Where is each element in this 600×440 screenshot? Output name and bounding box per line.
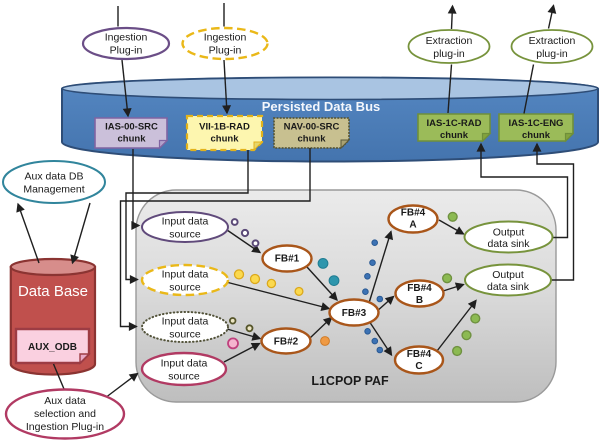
svg-text:Input data: Input data [161, 358, 208, 370]
svg-text:Output: Output [493, 227, 525, 239]
svg-text:data sink: data sink [487, 281, 530, 293]
svg-text:C: C [415, 361, 422, 372]
svg-text:IAS-00-SRC: IAS-00-SRC [105, 122, 158, 133]
svg-text:Plug-in: Plug-in [110, 45, 143, 57]
svg-text:Input data: Input data [162, 316, 209, 328]
svg-text:FB#3: FB#3 [342, 308, 367, 319]
svg-text:FB#1: FB#1 [275, 254, 300, 265]
svg-text:Data Base: Data Base [18, 283, 88, 300]
svg-text:Input data: Input data [162, 216, 209, 228]
svg-text:chunk: chunk [298, 134, 327, 145]
svg-text:chunk: chunk [211, 134, 240, 145]
svg-text:Output: Output [492, 269, 524, 281]
svg-text:Aux data: Aux data [44, 395, 86, 407]
svg-text:Aux data DB: Aux data DB [25, 171, 84, 183]
svg-text:chunk: chunk [522, 130, 551, 141]
svg-text:FB#2: FB#2 [274, 337, 299, 348]
svg-text:FB#4: FB#4 [407, 283, 432, 294]
svg-text:A: A [409, 220, 416, 231]
svg-text:Persisted Data Bus: Persisted Data Bus [262, 99, 381, 114]
svg-text:Ingestion: Ingestion [204, 32, 247, 44]
svg-text:Ingestion Plug-in: Ingestion Plug-in [26, 421, 104, 433]
svg-text:selection and: selection and [34, 408, 96, 420]
svg-text:L1CPOP PAF: L1CPOP PAF [311, 374, 389, 388]
svg-text:Plug-in: Plug-in [209, 45, 242, 57]
svg-text:B: B [416, 295, 423, 306]
svg-text:plug-in: plug-in [536, 48, 568, 60]
svg-text:chunk: chunk [118, 134, 147, 145]
svg-text:source: source [169, 229, 201, 241]
svg-text:FB#4: FB#4 [407, 349, 432, 360]
svg-text:chunk: chunk [440, 130, 469, 141]
svg-text:IAS-1C-ENG: IAS-1C-ENG [509, 118, 564, 129]
svg-text:Ingestion: Ingestion [105, 32, 148, 44]
svg-text:AUX_ODB: AUX_ODB [28, 342, 77, 353]
svg-text:Extraction: Extraction [426, 35, 473, 47]
svg-text:plug-in: plug-in [433, 48, 465, 60]
svg-text:Management: Management [23, 184, 84, 196]
svg-text:NAV-00-SRC: NAV-00-SRC [284, 122, 340, 133]
svg-text:IAS-1C-RAD: IAS-1C-RAD [427, 118, 482, 129]
svg-text:source: source [169, 329, 201, 341]
svg-text:VII-1B-RAD: VII-1B-RAD [199, 122, 250, 133]
svg-text:source: source [168, 371, 200, 383]
svg-text:Extraction: Extraction [529, 35, 576, 47]
svg-text:Input data: Input data [162, 269, 209, 281]
svg-text:FB#4: FB#4 [401, 208, 426, 219]
svg-text:data sink: data sink [487, 238, 530, 250]
svg-text:source: source [169, 282, 201, 294]
